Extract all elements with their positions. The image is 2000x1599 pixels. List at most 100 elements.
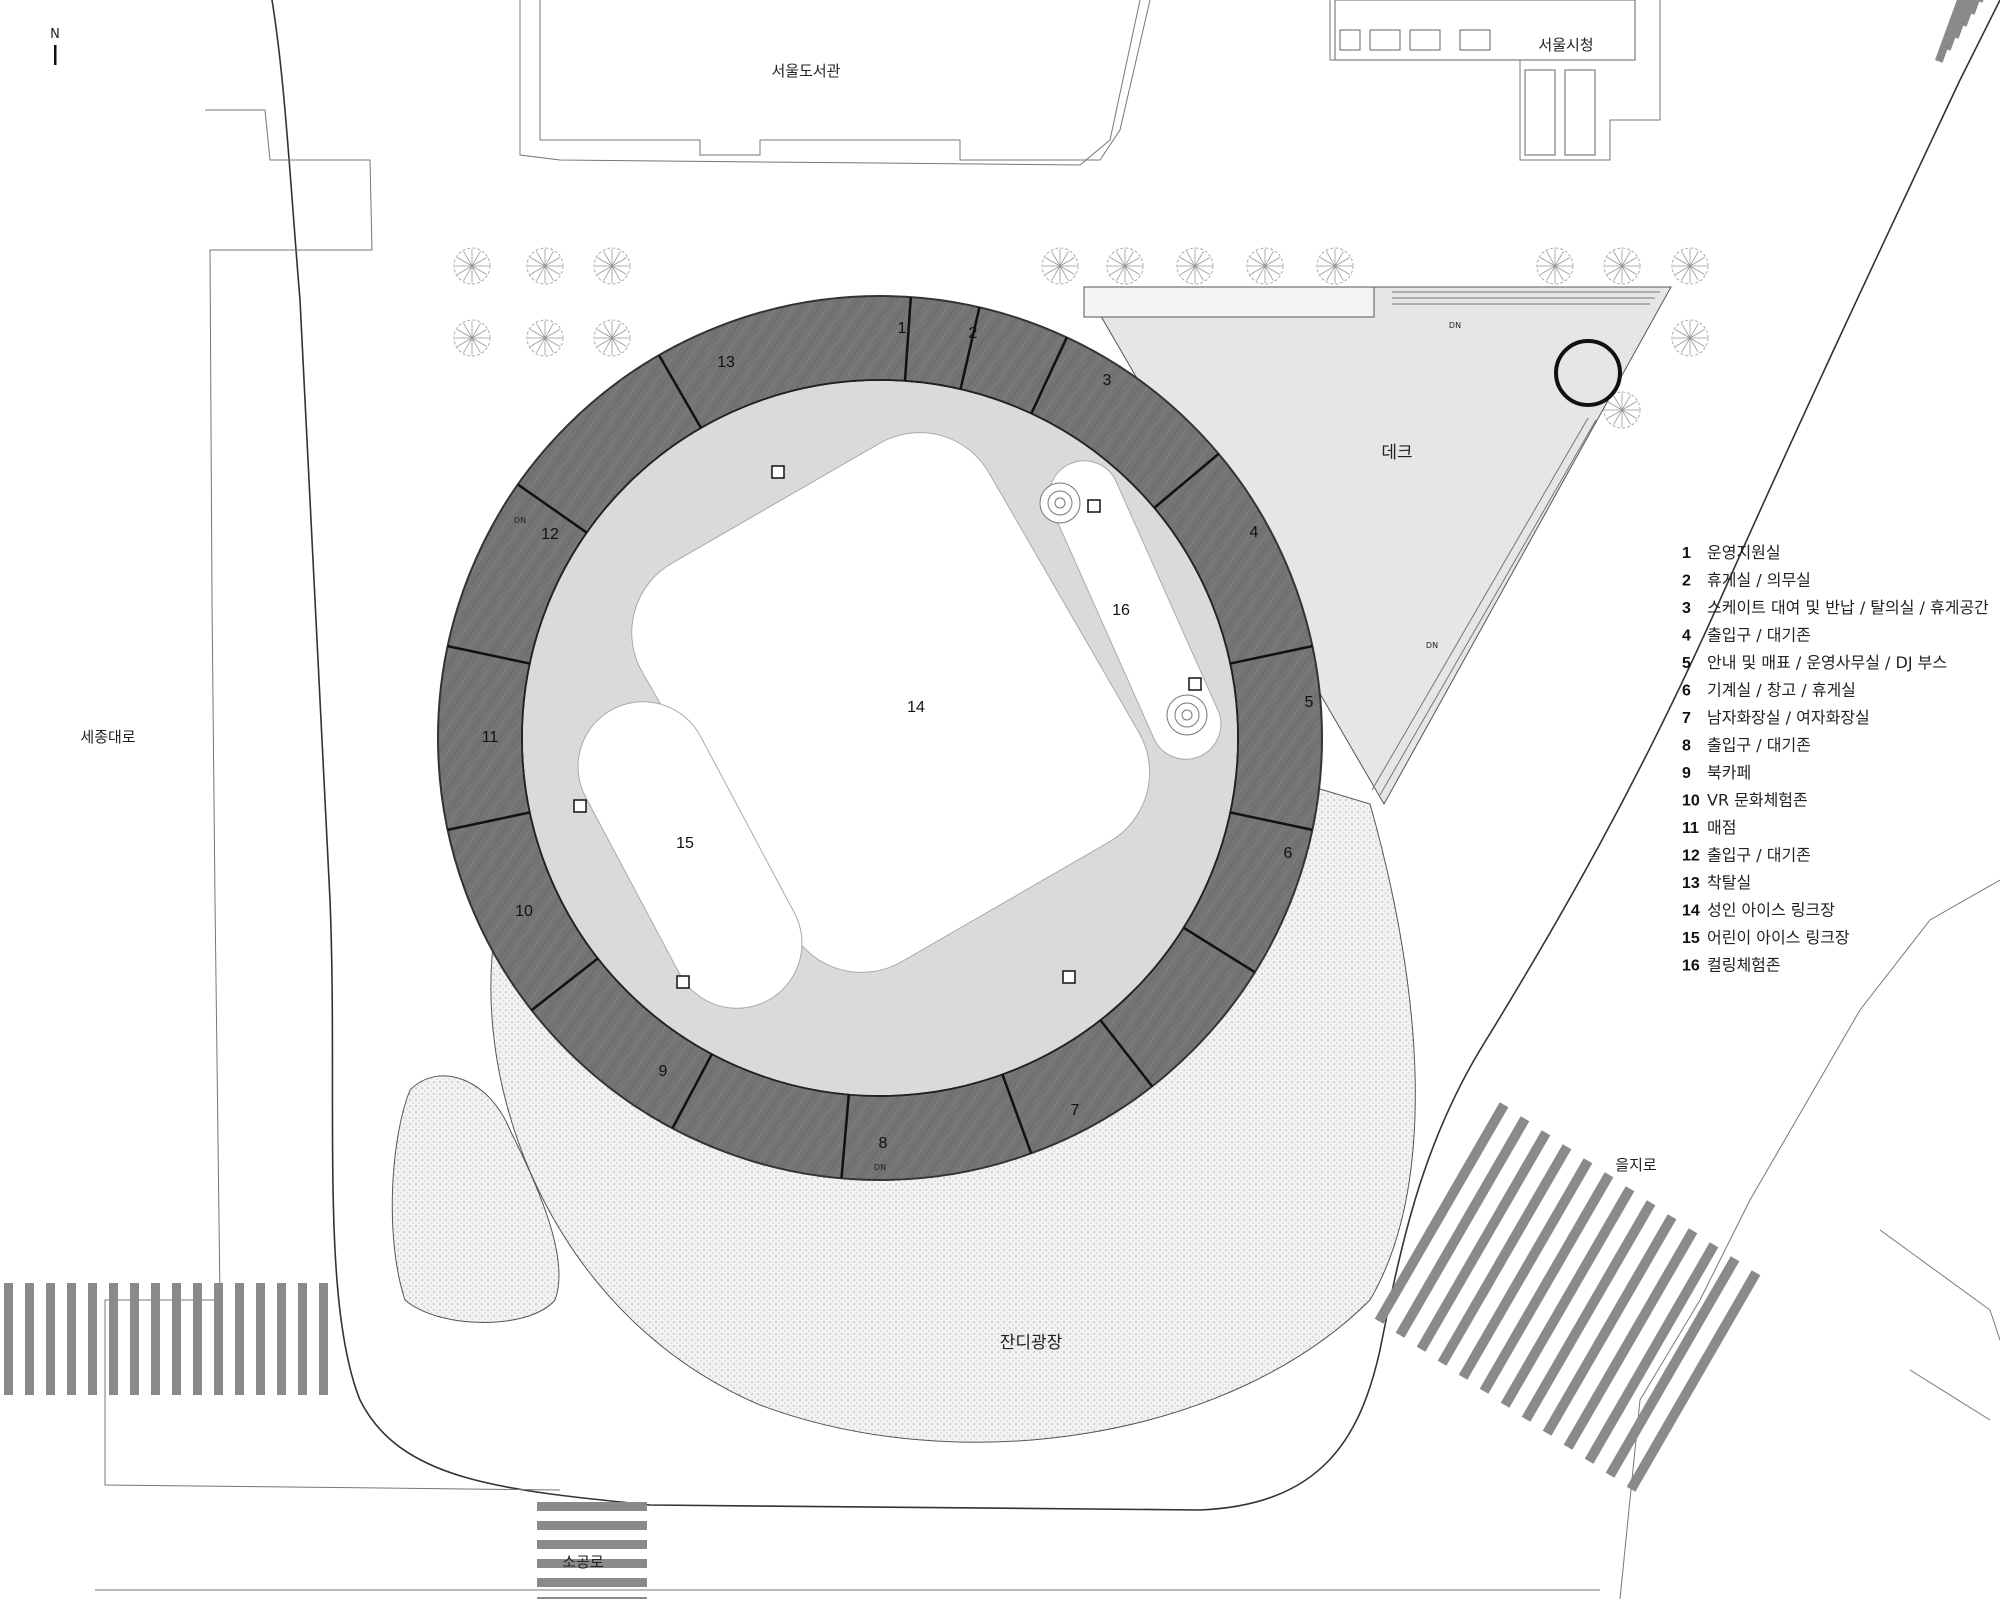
- tree-icon: [1246, 247, 1284, 285]
- crosswalk-stripe: [537, 1502, 647, 1511]
- label-lawn-plaza: 잔디광장: [1000, 1333, 1063, 1353]
- stair-label: DN: [874, 1163, 886, 1172]
- crosswalk-stripe: [1967, 0, 2000, 15]
- legend-number: 4: [1682, 628, 1691, 645]
- crosswalk-stripe: [67, 1283, 76, 1395]
- legend-text: 북카페: [1707, 763, 1751, 782]
- crosswalk-stripe: [214, 1283, 223, 1395]
- crosswalk-stripe: [537, 1597, 647, 1599]
- crosswalk-stripe: [537, 1540, 647, 1549]
- legend-text: 운영지원실: [1707, 543, 1781, 562]
- crosswalk-stripe: [1563, 1228, 1698, 1450]
- crosswalk-stripe: [537, 1578, 647, 1587]
- crosswalk-sogong: [537, 1502, 647, 1599]
- tree-icon: [1603, 247, 1641, 285]
- crosswalk-stripe: [256, 1283, 265, 1395]
- room-number: 3: [1103, 372, 1112, 389]
- room-number: 6: [1284, 845, 1293, 862]
- curling-house-icon: [1039, 482, 1081, 524]
- room-number: 2: [969, 325, 978, 342]
- label-euljiro: 을지로: [1615, 1156, 1657, 1174]
- crosswalk-stripe: [1416, 1130, 1551, 1352]
- legend-number: 10: [1682, 793, 1700, 810]
- legend-number: 11: [1682, 820, 1699, 837]
- crosswalk-stripe: [151, 1283, 160, 1395]
- crosswalk-stripe: [1437, 1144, 1572, 1366]
- crosswalk-stripe: [1605, 1256, 1740, 1478]
- deck-bench: [1083, 286, 1375, 318]
- curling-house-icon: [1166, 694, 1208, 736]
- legend-item: 16 컬링체험존: [1682, 956, 1781, 975]
- tree-icon: [453, 319, 491, 357]
- legend-text: 남자화장실 / 여자화장실: [1707, 708, 1870, 727]
- tree-icon: [1603, 391, 1641, 429]
- legend-text: 착탈실: [1707, 873, 1751, 892]
- north-label: N: [50, 27, 60, 42]
- crosswalk-stripe: [1458, 1158, 1593, 1380]
- drain-icon: [573, 799, 587, 813]
- crosswalk-stripe: [537, 1521, 647, 1530]
- tree-icon: [593, 247, 631, 285]
- legend-text: 매점: [1707, 818, 1736, 837]
- crosswalk-sejong: [4, 1283, 328, 1395]
- legend-text: 컬링체험존: [1707, 956, 1781, 975]
- legend-number: 2: [1682, 573, 1691, 590]
- crosswalk-euljiro: [1374, 1102, 1761, 1492]
- legend-number: 12: [1682, 848, 1700, 865]
- crosswalk-stripe: [1500, 1186, 1635, 1408]
- tree-icon: [1041, 247, 1079, 285]
- room-number: 8: [879, 1135, 888, 1152]
- label-deck: 데크: [1381, 443, 1412, 463]
- legend-number: 6: [1682, 683, 1691, 700]
- legend-item: 11 매점: [1682, 818, 1736, 837]
- tree-icon: [1176, 247, 1214, 285]
- crosswalk-stripe: [1626, 1270, 1761, 1492]
- crosswalk-stripe: [1943, 0, 1995, 51]
- ring-partition-walls: [447, 296, 1313, 1179]
- room-number: 7: [1071, 1102, 1080, 1119]
- crosswalk-stripe: [25, 1283, 34, 1395]
- stair-label: DN: [1426, 641, 1438, 650]
- tree-icon: [1671, 319, 1709, 357]
- legend-item: 9 북카페: [1682, 763, 1751, 782]
- legend-number: 13: [1682, 875, 1700, 892]
- room-number: 13: [717, 354, 735, 371]
- room-number: 5: [1305, 694, 1314, 711]
- crosswalk-stripe: [130, 1283, 139, 1395]
- crosswalk-stripe: [1542, 1214, 1677, 1436]
- tree-icon: [526, 247, 564, 285]
- crosswalk-stripe: [1395, 1116, 1530, 1338]
- legend-number: 16: [1682, 958, 1700, 975]
- tree-icon: [593, 319, 631, 357]
- legend-number: 9: [1682, 765, 1691, 782]
- city-hall-building: [1334, 0, 1636, 156]
- crosswalk-stripe: [537, 1559, 647, 1568]
- room-number: 9: [659, 1063, 668, 1080]
- legend-number: 15: [1682, 930, 1700, 947]
- label-sejong-road: 세종대로: [80, 728, 135, 746]
- drain-icon: [676, 975, 690, 989]
- tree-icon: [1536, 247, 1574, 285]
- crosswalk-stripe: [109, 1283, 118, 1395]
- tree-icon: [1106, 247, 1144, 285]
- room-number: 11: [482, 729, 499, 746]
- tree-icon: [453, 247, 491, 285]
- crosswalk-stripe: [1951, 0, 2000, 39]
- tree-icon: [1671, 247, 1709, 285]
- crosswalk-stripe: [277, 1283, 286, 1395]
- crosswalk-stripe: [1521, 1200, 1656, 1422]
- lawn-patch: [391, 1075, 560, 1323]
- drain-icon: [1062, 970, 1076, 984]
- crosswalk-stripe: [298, 1283, 307, 1395]
- crosswalk-stripe: [4, 1283, 13, 1395]
